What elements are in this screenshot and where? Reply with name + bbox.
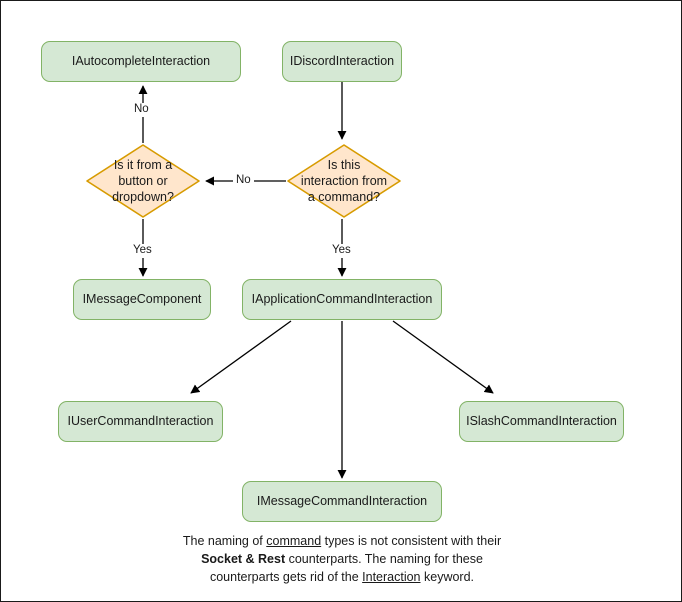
edge-label-no-autocomplete: No bbox=[131, 103, 152, 117]
node-label: IDiscordInteraction bbox=[289, 53, 395, 68]
footnote-line3-part1: counterparts gets rid of the bbox=[209, 570, 363, 585]
node-discord-interaction[interactable]: IDiscordInteraction bbox=[282, 41, 402, 82]
node-label: IUserCommandInteraction bbox=[67, 413, 214, 428]
node-label: Is it from a button or dropdown? bbox=[112, 157, 174, 205]
node-decision-from-command[interactable]: Is this interaction from a command? bbox=[286, 143, 402, 219]
node-label: ISlashCommandInteraction bbox=[466, 413, 617, 428]
footnote-command-keyword: command bbox=[266, 534, 322, 548]
footnote-line3-part3: keyword. bbox=[420, 570, 475, 585]
node-label: Is this interaction from a command? bbox=[300, 157, 388, 205]
edge-label-yes-message-component: Yes bbox=[130, 244, 155, 258]
footnote-text: The naming of command types is not consi… bbox=[132, 532, 552, 586]
node-application-command-interaction[interactable]: IApplicationCommandInteraction bbox=[242, 279, 442, 320]
diamond-shape bbox=[86, 144, 200, 218]
node-label: IAutocompleteInteraction bbox=[71, 53, 211, 68]
node-message-component[interactable]: IMessageComponent bbox=[73, 279, 211, 320]
node-user-command-interaction[interactable]: IUserCommandInteraction bbox=[58, 401, 223, 442]
edge-label-no-between-decisions: No bbox=[233, 174, 254, 188]
edge-label-yes-application-command: Yes bbox=[329, 244, 354, 258]
node-slash-command-interaction[interactable]: ISlashCommandInteraction bbox=[459, 401, 624, 442]
node-label: IMessageComponent bbox=[82, 291, 202, 306]
node-message-command-interaction[interactable]: IMessageCommandInteraction bbox=[242, 481, 442, 522]
footnote-line1-part1: The naming of bbox=[182, 534, 267, 548]
edge-application-command-to-user-command bbox=[190, 320, 292, 394]
edge-application-command-to-slash-command bbox=[392, 320, 494, 394]
node-autocomplete-interaction[interactable]: IAutocompleteInteraction bbox=[41, 41, 241, 82]
diamond-shape bbox=[287, 144, 401, 218]
footnote-line1-part3: types is not consistent with their bbox=[321, 534, 502, 548]
node-label: IApplicationCommandInteraction bbox=[251, 291, 433, 306]
footnote-socket-rest: Socket & Rest bbox=[201, 552, 286, 567]
node-label: IMessageCommandInteraction bbox=[256, 493, 428, 508]
node-decision-button-or-dropdown[interactable]: Is it from a button or dropdown? bbox=[85, 143, 201, 219]
footnote-line2-part2: counterparts. The naming for these bbox=[285, 552, 483, 567]
footnote-interaction-keyword: Interaction bbox=[362, 570, 421, 585]
